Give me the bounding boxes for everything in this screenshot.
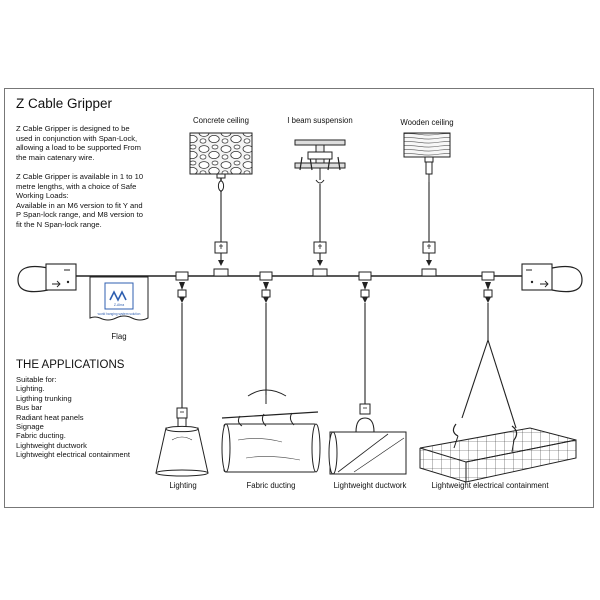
cable-tray xyxy=(419,423,577,483)
lighting-fixture xyxy=(155,407,209,477)
right-tensioner xyxy=(521,263,583,293)
intro-line: used in conjunction with Span-Lock, xyxy=(16,133,138,143)
application-item: Lightweight ductwork xyxy=(16,440,87,450)
applications-list: Suitable for: Lighting. Ligthing trunkin… xyxy=(16,375,130,460)
fabric-duct xyxy=(221,388,321,473)
hanging-grippers xyxy=(177,282,493,303)
ceiling-grippers xyxy=(214,241,436,266)
intro-paragraph: Z Cable Gripper is designed to be used i… xyxy=(16,124,141,162)
wooden-ceiling-label: Wooden ceiling xyxy=(400,118,454,127)
availability-line: P Span-lock range, and M8 version to xyxy=(16,210,143,220)
electrical-containment-label: Lightweight electrical containment xyxy=(431,481,549,490)
fabric-ducting-label: Fabric ducting xyxy=(246,481,296,490)
application-item: Bus bar xyxy=(16,403,43,413)
flag-logo-text: Z-Ahra xyxy=(114,303,124,307)
intro-line: the main catenary wire. xyxy=(16,152,95,162)
application-item: Suitable for: xyxy=(16,375,57,384)
diagram-frame xyxy=(4,88,594,508)
intro-line: Z Cable Gripper is designed to be xyxy=(16,124,130,133)
intro-line: allowing a load to be supported From xyxy=(16,143,141,153)
ceiling-drop-wires xyxy=(220,182,430,242)
ibeam-suspension-label: I beam suspension xyxy=(287,116,353,125)
ceiling-anchors xyxy=(216,156,434,192)
wooden-ceiling xyxy=(403,132,451,158)
left-tensioner xyxy=(17,263,77,293)
application-item: Lighting. xyxy=(16,384,45,394)
applications-heading: THE APPLICATIONS xyxy=(16,359,125,371)
application-item: Ligthing trunking xyxy=(16,393,72,403)
availability-paragraph: Z Cable Gripper is available in 1 to 10 … xyxy=(16,172,143,230)
ibeam xyxy=(294,139,346,171)
application-item: Lightweight electrical containment xyxy=(16,450,130,460)
availability-line: fit the N Span-lock range. xyxy=(16,219,102,229)
application-item: Radiant heat panels xyxy=(16,412,84,422)
line-connectors xyxy=(175,268,495,281)
concrete-ceiling-label: Concrete ceiling xyxy=(193,116,249,125)
availability-line: metre lengths, with a choice of Safe xyxy=(16,181,137,191)
lighting-label: Lighting xyxy=(169,481,197,490)
availability-line: Z Cable Gripper is available in 1 to 10 xyxy=(16,172,144,181)
availability-line: Working Loads: xyxy=(16,191,69,201)
ductwork xyxy=(328,403,407,475)
application-item: Fabric ducting. xyxy=(16,431,66,441)
logo-icon xyxy=(109,290,127,302)
flag-label: Flag xyxy=(111,332,127,341)
flag: Z-Ahra world hanging system solution xyxy=(89,276,149,321)
availability-line: Available in an M6 version to fit Y and xyxy=(16,200,143,210)
load-drop-wires xyxy=(181,303,517,429)
page-title: Z Cable Gripper xyxy=(16,96,113,111)
lightweight-ductwork-label: Lightweight ductwork xyxy=(333,481,407,490)
flag-tagline: world hanging system solution xyxy=(98,312,141,316)
concrete-ceiling xyxy=(189,132,253,175)
application-item: Signage xyxy=(16,422,44,432)
